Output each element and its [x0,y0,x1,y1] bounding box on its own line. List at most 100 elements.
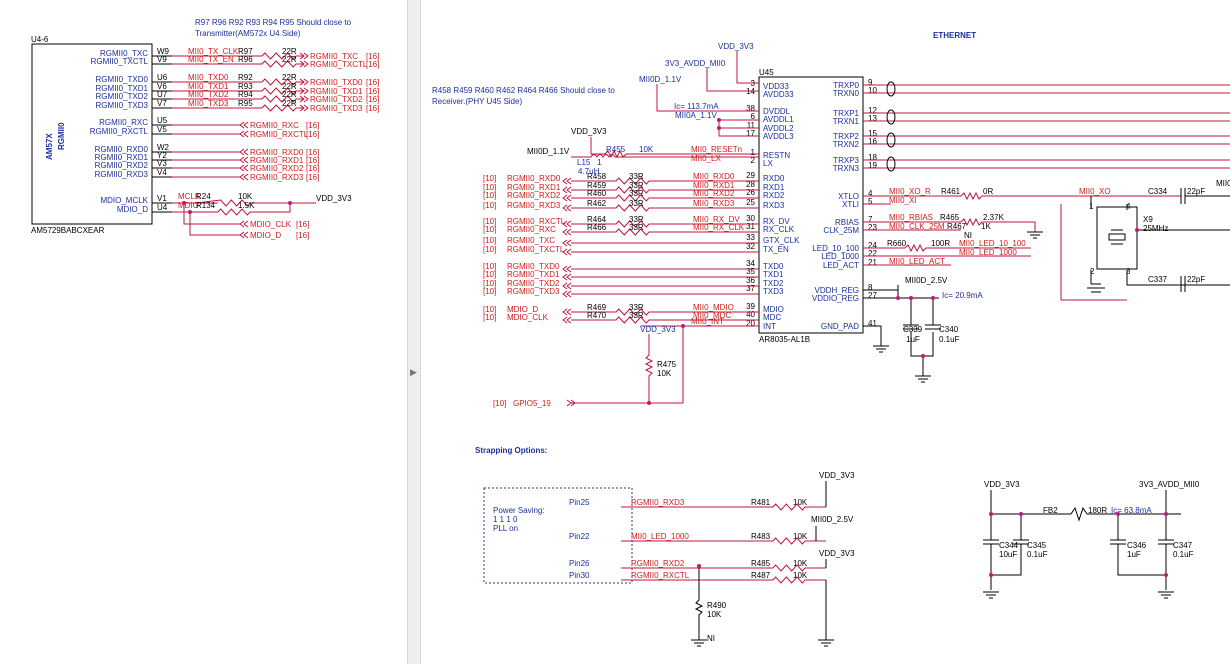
rgmii-mii: MII0_RX_CLK [693,223,745,232]
u45-pin-num: 11 [747,121,756,130]
strap-res: R485 [751,559,771,568]
schematic-left-pane: R97 R96 R92 R93 R94 R95 Should close to … [31,18,380,240]
rgmii-net: RGMII0_TXD3 [507,287,560,296]
rgmii-val: 33R [629,223,644,232]
expand-arrow-icon[interactable]: ▶ [410,368,417,378]
mii0d-2v5-net: MII0D_2.5V [905,276,948,285]
rgmii-mii: MII0_MDC [693,311,731,320]
u4-pin-num: V7 [157,99,167,108]
u4-tx-arrow [299,52,309,60]
avdd-ic: Ic= 63.8mA [1111,506,1152,515]
rgmii-arrow [562,194,572,202]
rgmii-arrow [562,316,572,324]
int-net: MII0_INT [691,317,724,326]
strap-res: R487 [751,571,771,580]
mdio-r24-val: 10K [238,192,253,201]
u45-pin-num: 39 [746,302,755,311]
rgmii-net: RGMII0_RXD3 [507,201,561,210]
rgmii-wire [571,308,759,316]
u4-rx-out: RGMII0_RXCTL [250,130,309,139]
strap-net: MII0_LED_1000 [631,532,689,541]
u45-pin-num: 6 [751,112,756,121]
u45-pin-name: TRXN2 [833,140,860,149]
mdio-dot2 [188,210,192,214]
c339-ref: C339 [903,325,923,334]
u45-pin-num: 38 [746,104,755,113]
strap-res: R481 [751,498,771,507]
u45-pin-num: 31 [746,222,755,231]
rgmii-net: RGMII0_TXC [507,236,555,245]
u4-tx-page: [16] [366,87,379,96]
rgmii-val: 33R [629,311,644,320]
mdio-arrows [239,220,249,239]
u4-pin-name: RGMII0_RXD3 [95,170,149,179]
rgmii-arrow [562,220,572,228]
u45-pin-name: VDDH_REG [815,286,859,295]
regulator-circuit: MII0D_2.5V Ic= 20.9mA C339 1uF C340 0.1u… [863,276,983,383]
rgmii-page: [10] [483,236,496,245]
u45-pin-name: TRXN0 [833,89,860,98]
u45-pin-num: 40 [746,310,755,319]
rgmii-res: R470 [587,311,607,320]
pane-splitter[interactable]: ▶ [407,0,421,664]
u45-pin-num: 21 [868,258,877,267]
u45-pin-name: RXD0 [763,174,785,183]
u45-pin-name: LED_ACT [823,261,859,270]
right-note-line2: Receiver.(PHY U45 Side) [432,97,522,106]
c344-val: 10uF [999,550,1017,559]
mdio-page2: [16] [296,231,309,240]
rgmii-page: [10] [483,262,496,271]
u4-tx-wire [172,60,304,68]
fb2-ref: FB2 [1043,506,1058,515]
u4-rx-page: [16] [306,164,319,173]
mdio-r134-ref: R134 [196,201,216,210]
u45-pin-name: VDD33 [763,82,789,91]
rgmii-wire [571,186,759,194]
rgmii-arrow [562,239,572,247]
led-100-net: MII0_LED_10_100 [959,239,1026,248]
u4-tx-page: [16] [366,52,379,61]
u4-pin-name: RGMII0_TXD3 [96,101,149,110]
u45-body [758,76,864,334]
u4-pin-name: RGMII0_RXCTL [90,127,149,136]
u45-pin-num: 33 [746,233,755,242]
u4-rx-arrow [239,156,249,164]
rgmii-arrow [562,186,572,194]
c345-ref: C345 [1027,541,1047,550]
u4-tx-net: MII0_TXD3 [188,99,229,108]
strap-note-3: PLL on [493,524,518,533]
led-1000-net: MII0_LED_1000 [959,248,1017,257]
mdio-r24-ref: R24 [196,192,211,201]
u4-pin-num: Y2 [157,151,167,160]
rgmii-arrow [562,228,572,236]
u4-pin-num: V9 [157,55,167,64]
r467-ni: NI [964,231,972,240]
l15-ref: L15 [577,158,591,167]
c340-ref: C340 [939,325,959,334]
rgmii-val: 33R [629,303,644,312]
u4-pin-name: RGMII0_TXC [100,49,148,58]
u4-tx-val: 22R [282,73,297,82]
u45-pin-name: TRXN1 [833,117,860,126]
rgmii-net: RGMII0_TXD0 [507,262,560,271]
gpio-net: GPIO5_19 [513,399,551,408]
rgmii-wire [571,228,759,236]
strap-note-1: Power Saving: [493,506,545,515]
u4-pin-num: U4 [157,203,168,212]
u4-pin-num: W9 [157,47,170,56]
c346-ref: C346 [1127,541,1147,550]
u45-pin-name: RBIAS [835,218,859,227]
strap-wire [621,537,826,545]
strap-vdd3: VDD_3V3 [819,549,855,558]
rgmii-net: RGMII0_RXD2 [507,191,561,200]
c345-val: 0.1uF [1027,550,1048,559]
c347-val: 0.1uF [1173,550,1194,559]
rgmii-wire [571,194,759,202]
u4-rx-page: [16] [306,148,319,157]
mdio-net2: MDIO [178,201,199,210]
mdio-dot1 [182,201,186,205]
u45-pin-num: 8 [868,283,873,292]
strap-res: R483 [751,532,771,541]
